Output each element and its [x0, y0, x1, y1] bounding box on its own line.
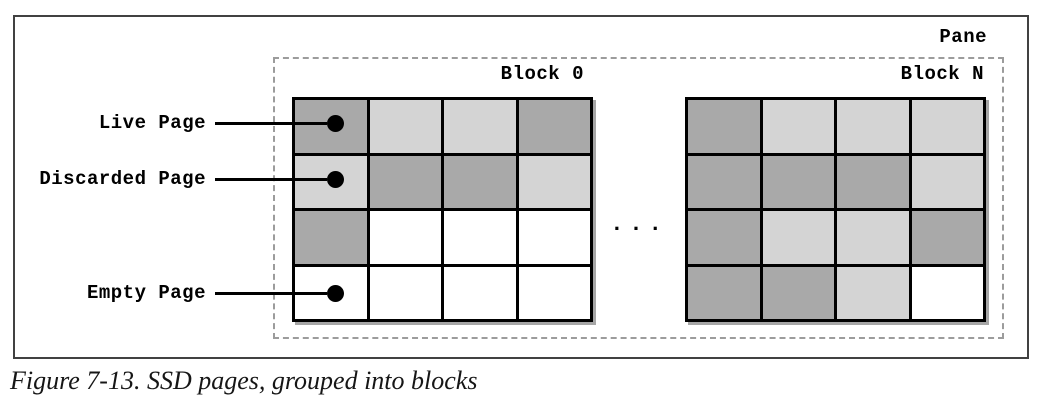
- legend-connector-line: [215, 291, 327, 295]
- page-cell-empty: [911, 266, 983, 319]
- page-cell-discarded: [762, 100, 834, 153]
- block-n-grid: [685, 97, 986, 322]
- page-cell-discarded: [518, 155, 590, 208]
- page-cell-empty: [444, 211, 516, 264]
- legend-item-empty-page: Empty Page: [30, 281, 344, 305]
- legend-connector-line: [215, 121, 327, 125]
- page-cell-discarded: [837, 100, 909, 153]
- legend-label-empty-page: Empty Page: [86, 282, 206, 304]
- page-cell-empty: [518, 211, 590, 264]
- figure-caption: Figure 7-13. SSD pages, grouped into blo…: [10, 366, 478, 395]
- page-cell-live: [688, 100, 760, 153]
- page-cell-discarded: [911, 100, 983, 153]
- page-cell-discarded: [837, 211, 909, 264]
- page-cell-live: [911, 211, 983, 264]
- page-cell-live: [762, 266, 834, 319]
- ellipsis-separator: ...: [610, 212, 668, 237]
- legend-pointer-dot: [327, 284, 344, 302]
- page-cell-live: [688, 266, 760, 319]
- pane-dashed-border: [273, 57, 1004, 339]
- legend-pointer-dot: [327, 170, 344, 188]
- page-cell-live: [688, 155, 760, 208]
- page-cell-discarded: [369, 100, 441, 153]
- page-cell-discarded: [911, 155, 983, 208]
- page-cell-live: [762, 155, 834, 208]
- legend-connector-line: [215, 177, 327, 181]
- pane-label: Pane: [939, 26, 987, 48]
- page-cell-live: [444, 155, 516, 208]
- page-cell-live: [837, 155, 909, 208]
- page-cell-live: [518, 100, 590, 153]
- page-cell-empty: [369, 266, 441, 319]
- legend-label-discarded-page: Discarded Page: [39, 168, 206, 190]
- block-0-label: Block 0: [500, 63, 584, 85]
- block-0-grid: [292, 97, 593, 322]
- legend-item-live-page: Live Page: [30, 111, 344, 135]
- page-cell-empty: [369, 211, 441, 264]
- legend-pointer-dot: [327, 114, 344, 132]
- legend-item-discarded-page: Discarded Page: [30, 167, 344, 191]
- page-cell-empty: [518, 266, 590, 319]
- page-cell-empty: [444, 266, 516, 319]
- page-cell-discarded: [837, 266, 909, 319]
- legend-label-live-page: Live Page: [98, 112, 206, 134]
- block-n-label: Block N: [900, 63, 984, 85]
- page-cell-live: [369, 155, 441, 208]
- page-cell-discarded: [444, 100, 516, 153]
- page-cell-live: [295, 211, 367, 264]
- page-cell-live: [688, 211, 760, 264]
- page-cell-discarded: [762, 211, 834, 264]
